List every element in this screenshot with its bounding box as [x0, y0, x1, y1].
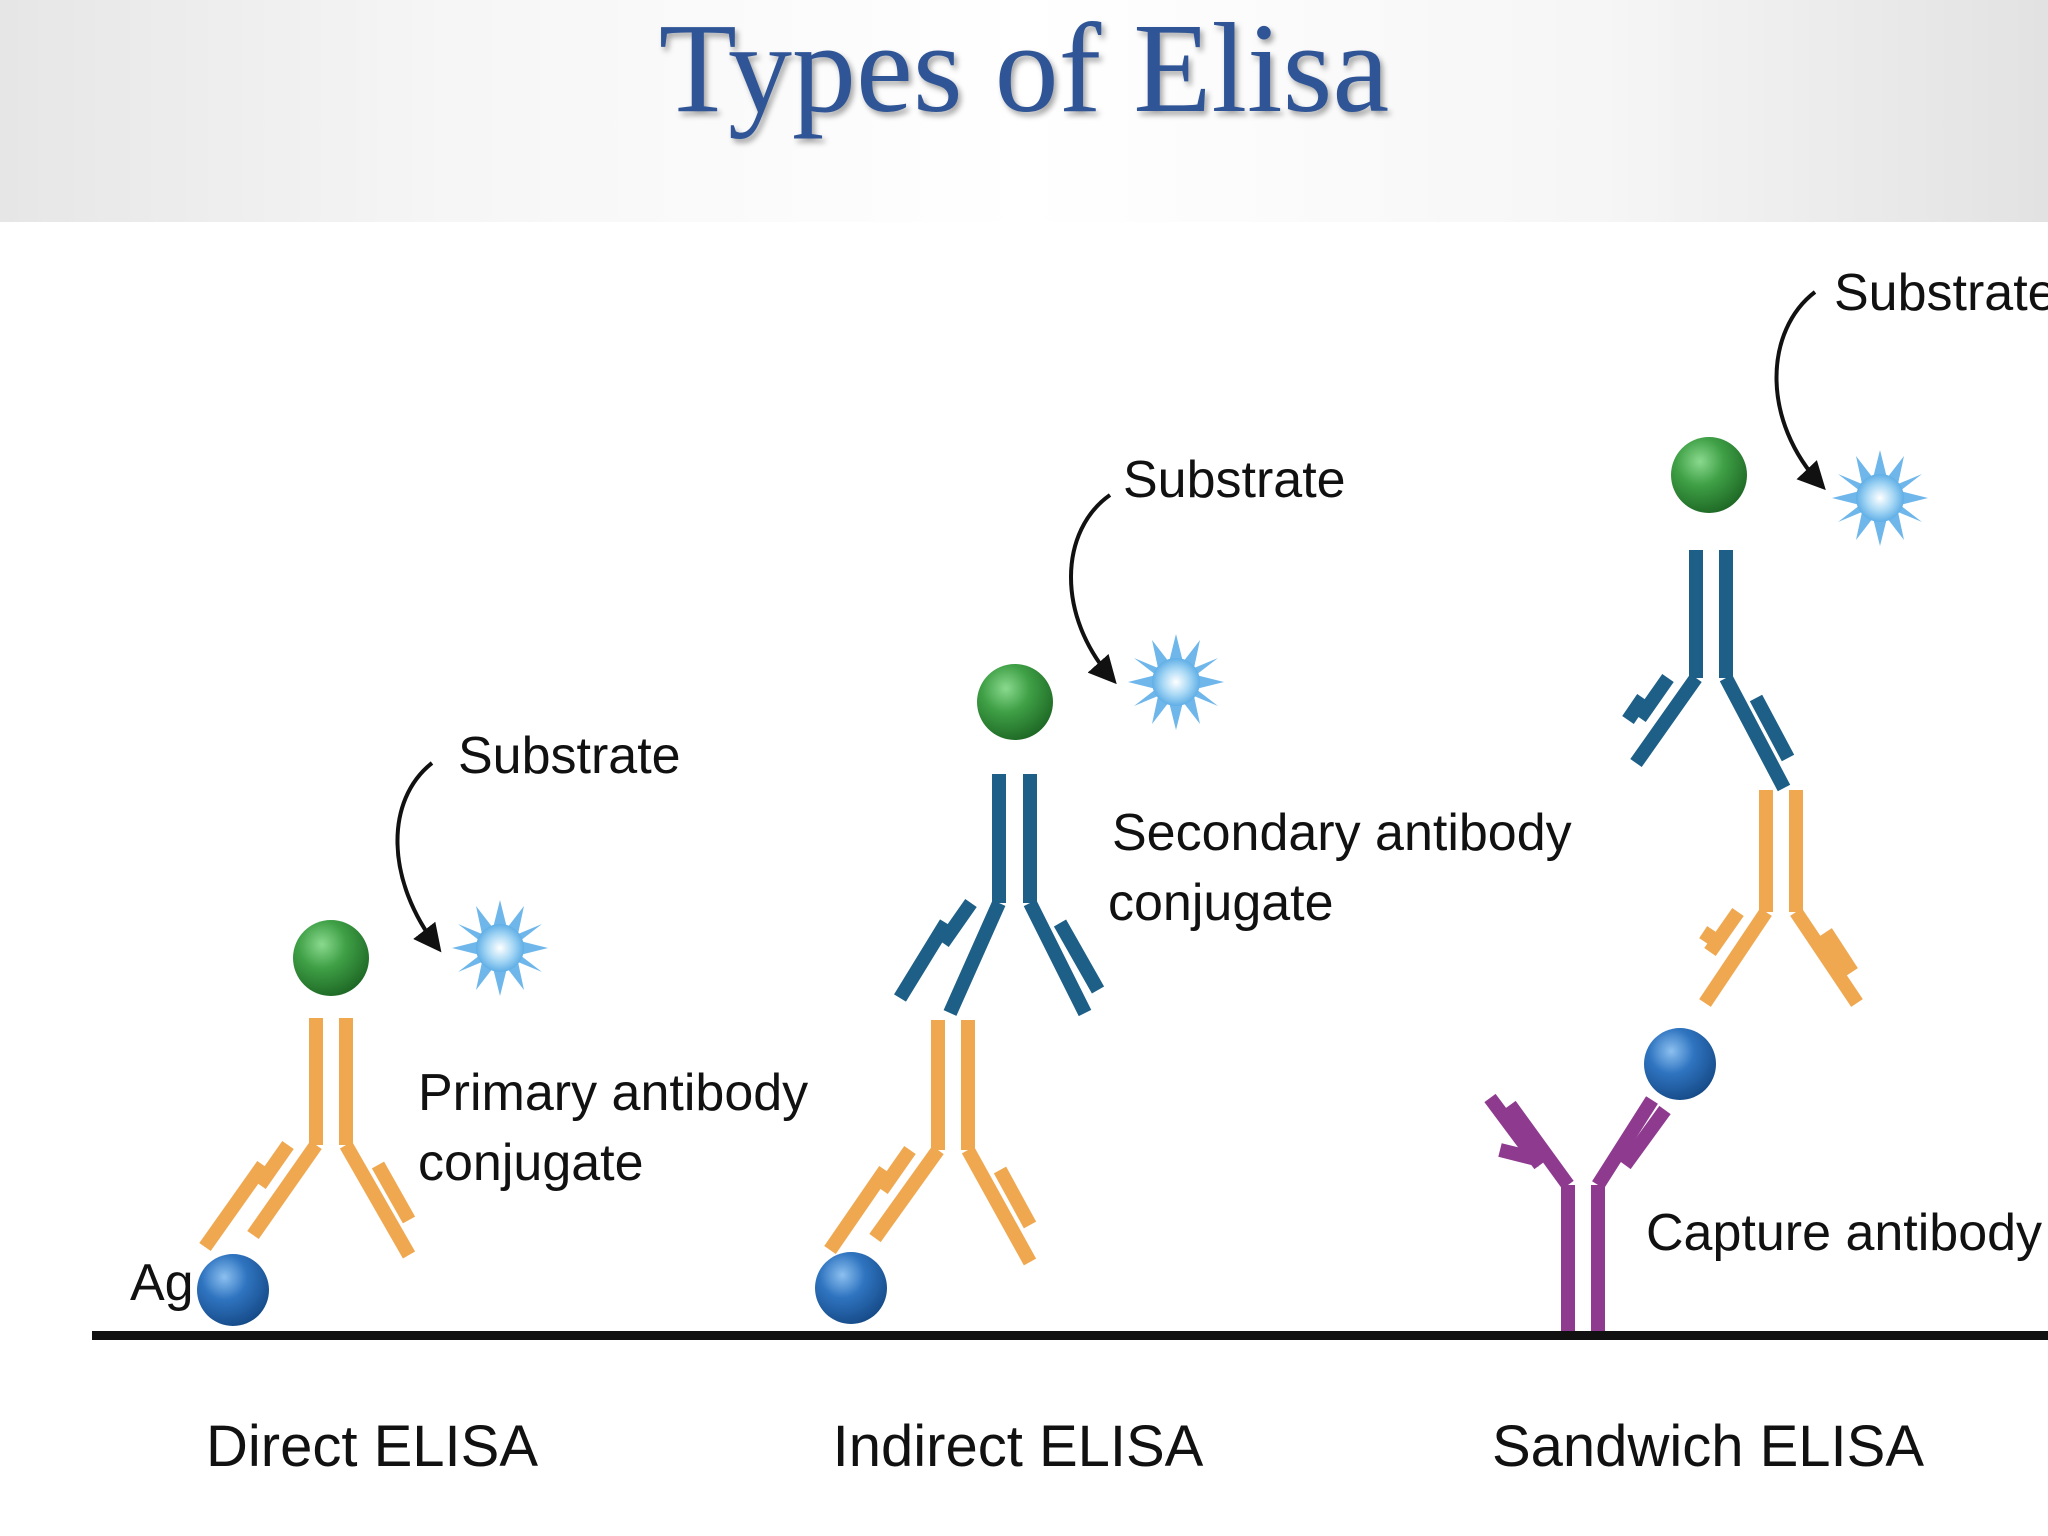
enzyme-sphere [1671, 437, 1747, 513]
enzyme-sphere [977, 664, 1053, 740]
substrate-arrow [395, 761, 442, 953]
secondary-antibody-sandwich [1622, 550, 1795, 792]
capture-antibody [1484, 1093, 1671, 1331]
substrate-burst [1832, 450, 1928, 546]
plate-surface [92, 1331, 2048, 1340]
substrate-label: Substrate [1834, 264, 2048, 322]
panel-caption: Direct ELISA [206, 1414, 538, 1479]
substrate-label: Substrate [1123, 451, 1346, 509]
primary-antibody-label: Primary antibody [418, 1064, 808, 1122]
primary-antibody-direct [199, 1018, 416, 1259]
antigen-sphere [1644, 1028, 1716, 1100]
panel-caption: Indirect ELISA [833, 1414, 1204, 1479]
substrate-burst [452, 900, 548, 996]
page-title: Types of Elisa [658, 0, 1390, 139]
secondary-antibody-label-2: conjugate [1108, 874, 1334, 932]
enzyme-sphere [293, 920, 369, 996]
substrate-burst [1128, 634, 1224, 730]
direct-elisa-panel: Ag Substrate Primary antibody conjugate … [130, 727, 808, 1479]
indirect-elisa-panel: Substrate Secondary antibody conjugate I… [815, 451, 1572, 1479]
sandwich-elisa-panel: Substrate Capture antibody Sandwich ELIS… [1484, 264, 2048, 1479]
substrate-arrow [1069, 493, 1117, 685]
panel-caption: Sandwich ELISA [1492, 1414, 1924, 1479]
detection-antibody [1699, 790, 1863, 1007]
capture-antibody-label: Capture antibody [1646, 1204, 2042, 1262]
title-band [0, 0, 2048, 222]
antigen-sphere [815, 1252, 887, 1324]
elisa-diagram: Ag Substrate Primary antibody conjugate … [92, 264, 2048, 1479]
ag-label: Ag [130, 1254, 194, 1312]
substrate-arrow [1774, 290, 1826, 491]
primary-antibody-indirect [824, 1020, 1037, 1266]
secondary-antibody-indirect [894, 774, 1105, 1017]
secondary-antibody-label: Secondary antibody [1112, 804, 1572, 862]
substrate-label: Substrate [458, 727, 681, 785]
antigen-sphere [197, 1254, 269, 1326]
primary-antibody-label-2: conjugate [418, 1134, 644, 1192]
